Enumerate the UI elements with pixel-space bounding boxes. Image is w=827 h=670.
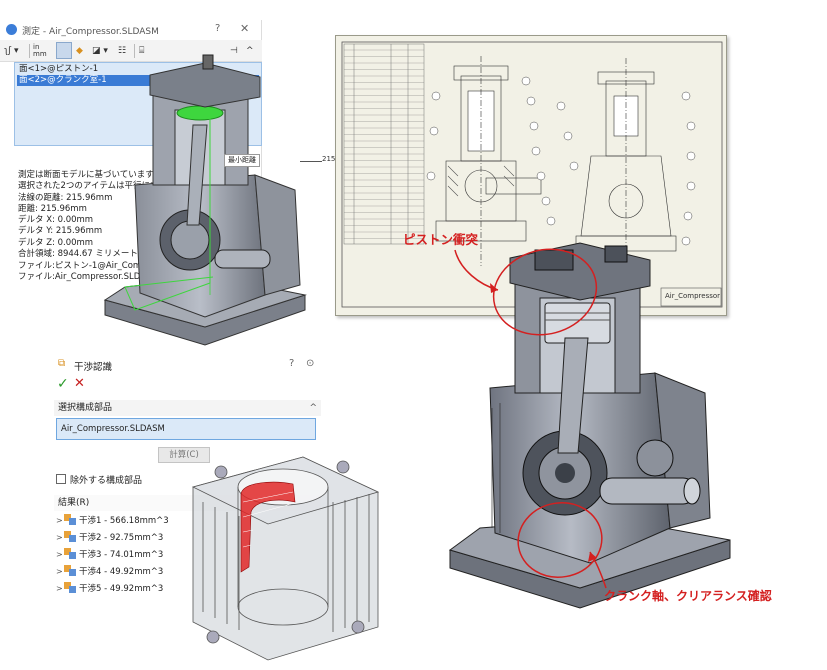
- interference-icon: [64, 514, 76, 525]
- balloon-callout: [683, 211, 693, 221]
- file-line: ファイル:ピストン-1@Air_Compressor: [18, 261, 173, 271]
- units-top-label: in: [33, 43, 40, 51]
- interference-header: ⧉ 干渉認識 ? ⊙: [54, 354, 321, 374]
- results-list[interactable]: > 干渉1 - 566.18mm^3 > 干渉2 - 92.75mm^3 > 干渉3 …: [56, 512, 186, 600]
- result-item[interactable]: > 干渉3 - 74.01mm^3: [56, 546, 186, 563]
- balloon-callout: [541, 196, 551, 206]
- balloon-callout: [686, 151, 696, 161]
- cylinder-transparent-model[interactable]: [183, 432, 383, 664]
- measure-titlebar: 測定 - Air_Compressor.SLDASM ? ✕: [0, 20, 262, 40]
- measure-window-title: 測定 - Air_Compressor.SLDASM: [22, 27, 159, 37]
- selected-components-header[interactable]: 選択構成部品 ^: [54, 400, 321, 416]
- units-bottom-label: mm: [33, 50, 47, 58]
- interference-icon: [64, 582, 76, 593]
- expand-arrow-icon[interactable]: >: [56, 584, 63, 593]
- calculate-button[interactable]: 計算(C): [158, 447, 210, 463]
- solidworks-icon: [6, 24, 17, 35]
- projection-icon[interactable]: ◪ ▾: [92, 46, 108, 56]
- dimension-leader: [300, 161, 322, 162]
- balloon-callout: [531, 146, 541, 156]
- balloon-callout: [429, 126, 439, 136]
- selection-item-piston-face[interactable]: 面<1>@ピストン-1: [19, 64, 99, 74]
- balloon-callout: [681, 91, 691, 101]
- help-icon[interactable]: ?: [289, 358, 295, 369]
- result-label: 干渉5 - 49.92mm^3: [79, 584, 164, 594]
- sensor-icon[interactable]: ⌸: [139, 46, 145, 56]
- expand-arrow-icon[interactable]: >: [56, 567, 63, 576]
- toolbar-separator: [29, 44, 30, 58]
- expand-arrow-icon[interactable]: >: [56, 516, 63, 525]
- file-line: ファイル:Air_Compressor.SLDASM: [18, 272, 159, 283]
- excluded-components-checkbox[interactable]: [56, 474, 66, 484]
- title-block-name: Air_Compressor: [665, 292, 721, 300]
- piston-collision-label: ピストン衝突: [403, 232, 479, 247]
- result-line: 法線の距離: 215.96mm: [18, 192, 113, 203]
- history-icon[interactable]: ☷: [118, 46, 127, 56]
- result-line: デルタ Z: 0.00mm: [18, 237, 94, 248]
- result-line: 合計領域: 8944.67 ミリメートル^2: [18, 249, 159, 260]
- balloon-callout: [521, 76, 531, 86]
- checkmark-icon[interactable]: ✓: [57, 376, 69, 392]
- result-line: 選択された2つのアイテムは平行になります。: [18, 181, 192, 192]
- balloon-callout: [426, 171, 436, 181]
- results-label: 結果(R): [58, 498, 90, 508]
- result-line: デルタ Y: 215.96mm: [18, 226, 103, 237]
- interference-icon: ⧉: [58, 358, 66, 369]
- balloon-callout: [431, 91, 441, 101]
- result-item[interactable]: > 干渉4 - 49.92mm^3: [56, 563, 186, 580]
- crank-clearance-label: クランク軸、クリアランス確認: [604, 589, 772, 603]
- result-label: 干渉3 - 74.01mm^3: [79, 550, 164, 560]
- pin-icon[interactable]: ⊣: [230, 46, 238, 56]
- selected-components-label: 選択構成部品: [58, 403, 113, 413]
- balloon-callout: [526, 96, 536, 106]
- balloon-callout: [686, 121, 696, 131]
- result-line: 距離: 215.96mm: [18, 203, 87, 214]
- xyz-measure-icon[interactable]: [56, 42, 72, 59]
- result-item[interactable]: > 干渉5 - 49.92mm^3: [56, 580, 186, 597]
- measure-results: 測定は断面モデルに基づいています 選択された2つのアイテムは平行になります。 法…: [18, 170, 192, 260]
- x-icon[interactable]: ✕: [74, 376, 85, 391]
- balloon-callout: [546, 216, 556, 226]
- pin-icon[interactable]: ⊙: [306, 358, 315, 369]
- measure-files: ファイル:ピストン-1@Air_Compressor ファイル:Air_Comp…: [18, 261, 173, 284]
- result-label: 干渉1 - 566.18mm^3: [79, 516, 169, 526]
- balloon-callout: [556, 101, 566, 111]
- interference-icon: [64, 548, 76, 559]
- result-label: 干渉4 - 49.92mm^3: [79, 567, 164, 577]
- balloon-callout: [536, 171, 546, 181]
- distance-callout[interactable]: 最小距離: [224, 154, 260, 167]
- expand-arrow-icon[interactable]: >: [56, 550, 63, 559]
- balloon-callout: [686, 181, 696, 191]
- interference-icon: [64, 531, 76, 542]
- interference-actions: ✓ ✕: [54, 374, 321, 396]
- component-selection-field[interactable]: Air_Compressor.SLDASM: [56, 418, 316, 440]
- balloon-callout: [563, 131, 573, 141]
- chevron-up-icon[interactable]: ^: [309, 403, 317, 413]
- point-to-point-icon[interactable]: ◆: [76, 46, 83, 56]
- result-item[interactable]: > 干渉2 - 92.75mm^3: [56, 529, 186, 546]
- interference-icon: [64, 565, 76, 576]
- result-line: デルタ X: 0.00mm: [18, 215, 94, 226]
- expand-arrow-icon[interactable]: >: [56, 533, 63, 542]
- arc-condition-icon[interactable]: ʅʃ ▾: [4, 46, 19, 56]
- result-label: 干渉2 - 92.75mm^3: [79, 533, 164, 543]
- collapse-icon[interactable]: ^: [246, 46, 254, 56]
- toolbar-separator: [134, 44, 135, 58]
- interference-title: 干渉認識: [74, 362, 113, 373]
- result-line: 測定は断面モデルに基づいています: [18, 170, 154, 180]
- balloon-callout: [681, 236, 691, 246]
- help-button[interactable]: ?: [215, 23, 221, 34]
- compressor-model-small[interactable]: [95, 54, 310, 355]
- result-item[interactable]: > 干渉1 - 566.18mm^3: [56, 512, 186, 529]
- close-button[interactable]: ✕: [240, 22, 250, 35]
- excluded-components-label: 除外する構成部品: [70, 476, 143, 486]
- balloon-callout: [529, 121, 539, 131]
- balloon-callout: [569, 161, 579, 171]
- selection-item-crankcase-face[interactable]: 面<2>@クランク室-1: [17, 75, 259, 86]
